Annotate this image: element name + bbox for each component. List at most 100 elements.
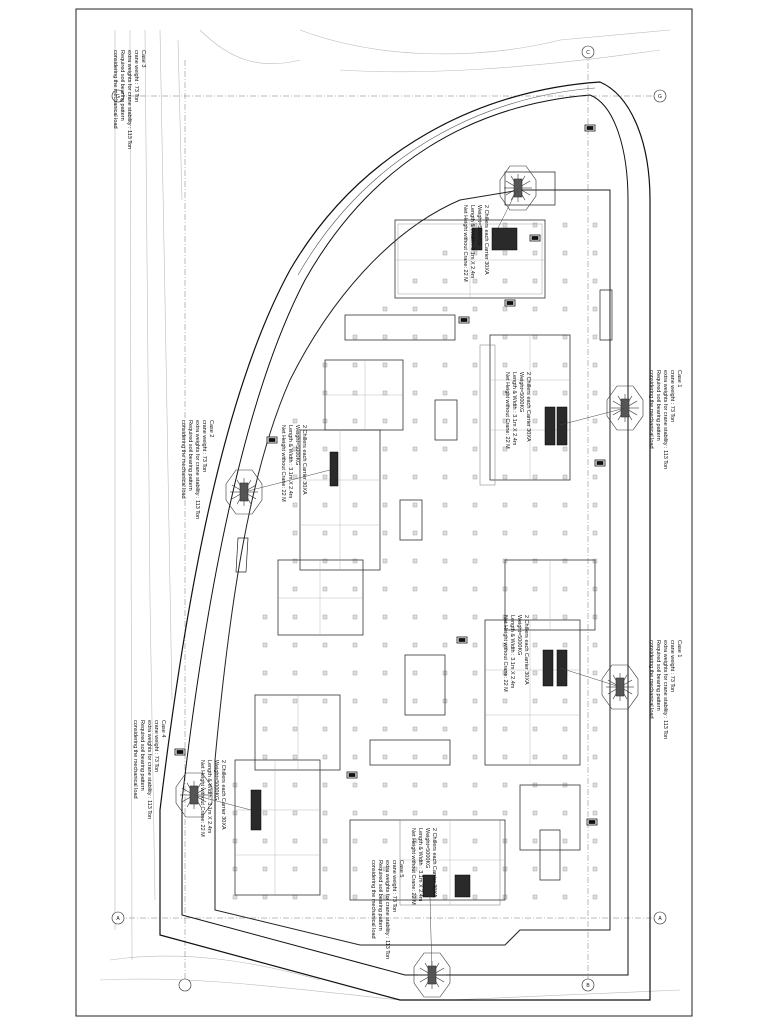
chiller-label-line: 2 Chillers each Carrier 30XA bbox=[301, 425, 307, 495]
column-dot bbox=[442, 446, 448, 452]
column-dot bbox=[262, 726, 268, 732]
chiller-label-line: Length & Width : 3.1m X 2.4m bbox=[511, 372, 517, 446]
column-dot bbox=[472, 838, 478, 844]
column-dot bbox=[562, 502, 568, 508]
column-dot bbox=[382, 670, 388, 676]
column-dot bbox=[562, 558, 568, 564]
column-dot bbox=[262, 838, 268, 844]
crane-outrigger-outline bbox=[413, 952, 451, 998]
column-dot bbox=[502, 306, 508, 312]
column-dot bbox=[292, 446, 298, 452]
grid-label-b-bottom: B bbox=[586, 983, 590, 989]
column-dot bbox=[472, 670, 478, 676]
column-dot bbox=[382, 306, 388, 312]
door-marker-fill bbox=[531, 236, 539, 240]
note-line: Required soil bearing pattern bbox=[139, 720, 145, 791]
column-dot bbox=[292, 670, 298, 676]
column-dot bbox=[592, 418, 598, 424]
column-dot bbox=[412, 558, 418, 564]
column-dot bbox=[532, 362, 538, 368]
column-dot bbox=[562, 866, 568, 872]
column-dot bbox=[382, 530, 388, 536]
column-dot bbox=[412, 362, 418, 368]
column-dot bbox=[472, 530, 478, 536]
column-dot bbox=[562, 278, 568, 284]
column-dot bbox=[412, 418, 418, 424]
column-dot bbox=[352, 362, 358, 368]
column-dot bbox=[322, 670, 328, 676]
column-dot bbox=[532, 754, 538, 760]
column-dot bbox=[502, 222, 508, 228]
note-left-mid: Case 2 crane weight : 73 Ton extra weigh… bbox=[180, 420, 214, 519]
column-dot bbox=[562, 474, 568, 480]
chiller-units bbox=[250, 227, 568, 898]
column-dot bbox=[562, 362, 568, 368]
door-marker-fill bbox=[176, 750, 184, 754]
note-line: extra weights for crane stability : 113 … bbox=[126, 50, 132, 149]
column-dot bbox=[352, 446, 358, 452]
column-dot bbox=[442, 278, 448, 284]
column-dot bbox=[352, 418, 358, 424]
note-line: crane weight : 73 Ton bbox=[201, 420, 207, 472]
column-dot bbox=[562, 306, 568, 312]
column-dot bbox=[532, 670, 538, 676]
column-dot bbox=[442, 642, 448, 648]
column-dot bbox=[412, 782, 418, 788]
column-dot bbox=[412, 754, 418, 760]
column-dot bbox=[292, 894, 298, 900]
column-dot bbox=[472, 250, 478, 256]
note-line: considering the mechanical load bbox=[112, 50, 118, 129]
column-dot bbox=[592, 894, 598, 900]
chiller-label-line: Net Height without Crane: 22 M bbox=[199, 760, 205, 837]
column-dot bbox=[532, 446, 538, 452]
column-dot bbox=[292, 754, 298, 760]
grid-lines bbox=[118, 52, 660, 990]
column-dot bbox=[592, 502, 598, 508]
column-dot bbox=[562, 446, 568, 452]
column-dot bbox=[352, 586, 358, 592]
column-dot bbox=[472, 782, 478, 788]
column-dot bbox=[322, 586, 328, 592]
grid-label-c-top: C bbox=[586, 50, 590, 56]
crane-reach-lines bbox=[193, 187, 626, 976]
column-dot bbox=[502, 250, 508, 256]
column-dot bbox=[412, 614, 418, 620]
column-dot bbox=[352, 894, 358, 900]
column-dot bbox=[292, 586, 298, 592]
column-dot bbox=[382, 446, 388, 452]
column-dot bbox=[352, 334, 358, 340]
chiller-label-line: Net Height without Crane: 22 M bbox=[410, 828, 416, 905]
chiller-label-line: Net Height without Crane: 22 M bbox=[462, 205, 468, 282]
chiller-label-line: Length & Width : 3.1m X 2.4m bbox=[509, 615, 515, 689]
note-line: extra weights for crane stability : 113 … bbox=[194, 420, 200, 519]
column-dot bbox=[382, 390, 388, 396]
column-dot bbox=[502, 474, 508, 480]
column-dot bbox=[322, 866, 328, 872]
chiller-label-line: Weight=5000KG bbox=[516, 615, 522, 655]
column-dot bbox=[532, 250, 538, 256]
column-dot bbox=[592, 782, 598, 788]
note-line: Required soil bearing pattern bbox=[187, 420, 193, 491]
column-dot bbox=[532, 810, 538, 816]
column-dot bbox=[262, 754, 268, 760]
column-dot bbox=[472, 446, 478, 452]
column-dot bbox=[532, 530, 538, 536]
sheet-border bbox=[75, 8, 693, 1017]
column-dot bbox=[262, 670, 268, 676]
column-dot bbox=[322, 782, 328, 788]
column-dot bbox=[442, 502, 448, 508]
column-dot bbox=[592, 530, 598, 536]
column-dot bbox=[562, 390, 568, 396]
column-dot bbox=[232, 894, 238, 900]
column-dot bbox=[532, 698, 538, 704]
column-dot bbox=[472, 334, 478, 340]
chiller-label-c3: 2 Chillers each Carrier 30XA Weight=5000… bbox=[280, 425, 307, 502]
column-dot bbox=[472, 278, 478, 284]
column-dot bbox=[592, 250, 598, 256]
note-line: extra weights for crane stability : 113 … bbox=[662, 640, 668, 739]
column-dot bbox=[322, 474, 328, 480]
chiller-label-c2: 2 Chillers each Carrier 30XA Weight=5000… bbox=[504, 372, 531, 449]
column-dot bbox=[502, 530, 508, 536]
note-bottom-center: Case 5 crane weight : 73 Ton extra weigh… bbox=[370, 860, 404, 959]
